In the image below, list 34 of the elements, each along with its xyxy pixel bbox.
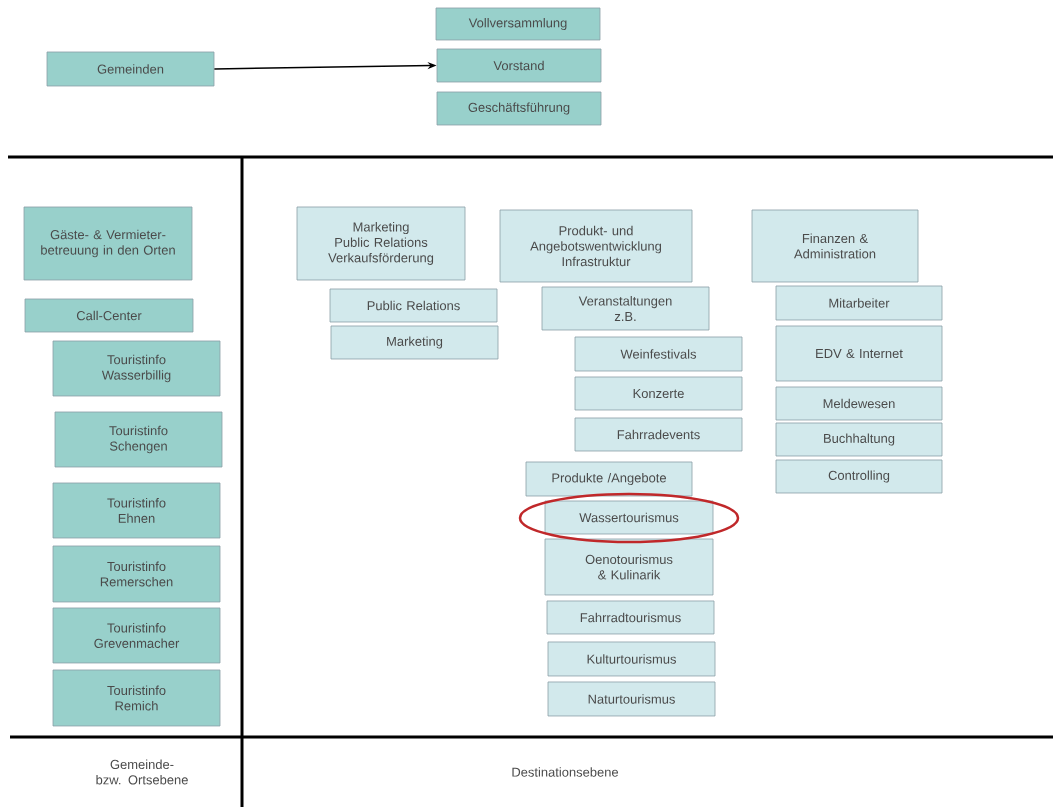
- org-box: Meldewesen: [775, 386, 943, 421]
- level-label: Gemeinde- bzw. Ortsebene: [96, 759, 188, 785]
- org-box: Marketing Public Relations Verkaufsförderung: [296, 206, 466, 281]
- org-box: Geschäftsführung: [436, 91, 602, 126]
- org-box: Weinfestivals: [574, 336, 743, 372]
- org-box: Fahrradtourismus: [546, 600, 715, 635]
- org-box: Touristinfo Schengen: [54, 411, 223, 468]
- org-box: Touristinfo Ehnen: [52, 482, 221, 539]
- org-box: Produkt- und Angebotswentwicklung Infrastruktur: [499, 209, 693, 283]
- org-box: Marketing: [330, 325, 499, 360]
- org-box: Produkte /Angebote: [525, 461, 693, 497]
- org-box: Controlling: [775, 459, 943, 494]
- org-box: Gäste- & Vermieter- betreuung in den Orten: [23, 206, 193, 281]
- org-box: Touristinfo Remich: [52, 669, 221, 727]
- org-box: Konzerte: [574, 376, 743, 411]
- org-box: Oenotourismus & Kulinarik: [544, 538, 714, 596]
- org-box: Fahrradevents: [574, 417, 743, 452]
- org-box: Public Relations: [329, 288, 498, 323]
- org-box: Finanzen & Administration: [751, 209, 919, 283]
- org-box: Touristinfo Remerschen: [52, 545, 221, 603]
- org-box: Naturtourismus: [547, 681, 716, 717]
- org-box: Touristinfo Wasserbillig: [52, 340, 221, 397]
- org-box: Touristinfo Grevenmacher: [52, 607, 221, 664]
- org-box: EDV & Internet: [775, 325, 943, 382]
- org-box: Vollversammlung: [435, 7, 601, 41]
- org-box: Vorstand: [436, 48, 602, 83]
- org-box: Wassertourismus: [544, 500, 714, 535]
- level-label: Destinationsebene: [512, 767, 619, 777]
- org-box: Mitarbeiter: [775, 285, 943, 321]
- org-box: Call-Center: [24, 298, 194, 333]
- org-box: Gemeinden: [46, 51, 215, 87]
- org-box: Buchhaltung: [775, 422, 943, 457]
- org-box: Kulturtourismus: [547, 641, 716, 677]
- org-box: Veranstaltungen z.B.: [541, 286, 710, 331]
